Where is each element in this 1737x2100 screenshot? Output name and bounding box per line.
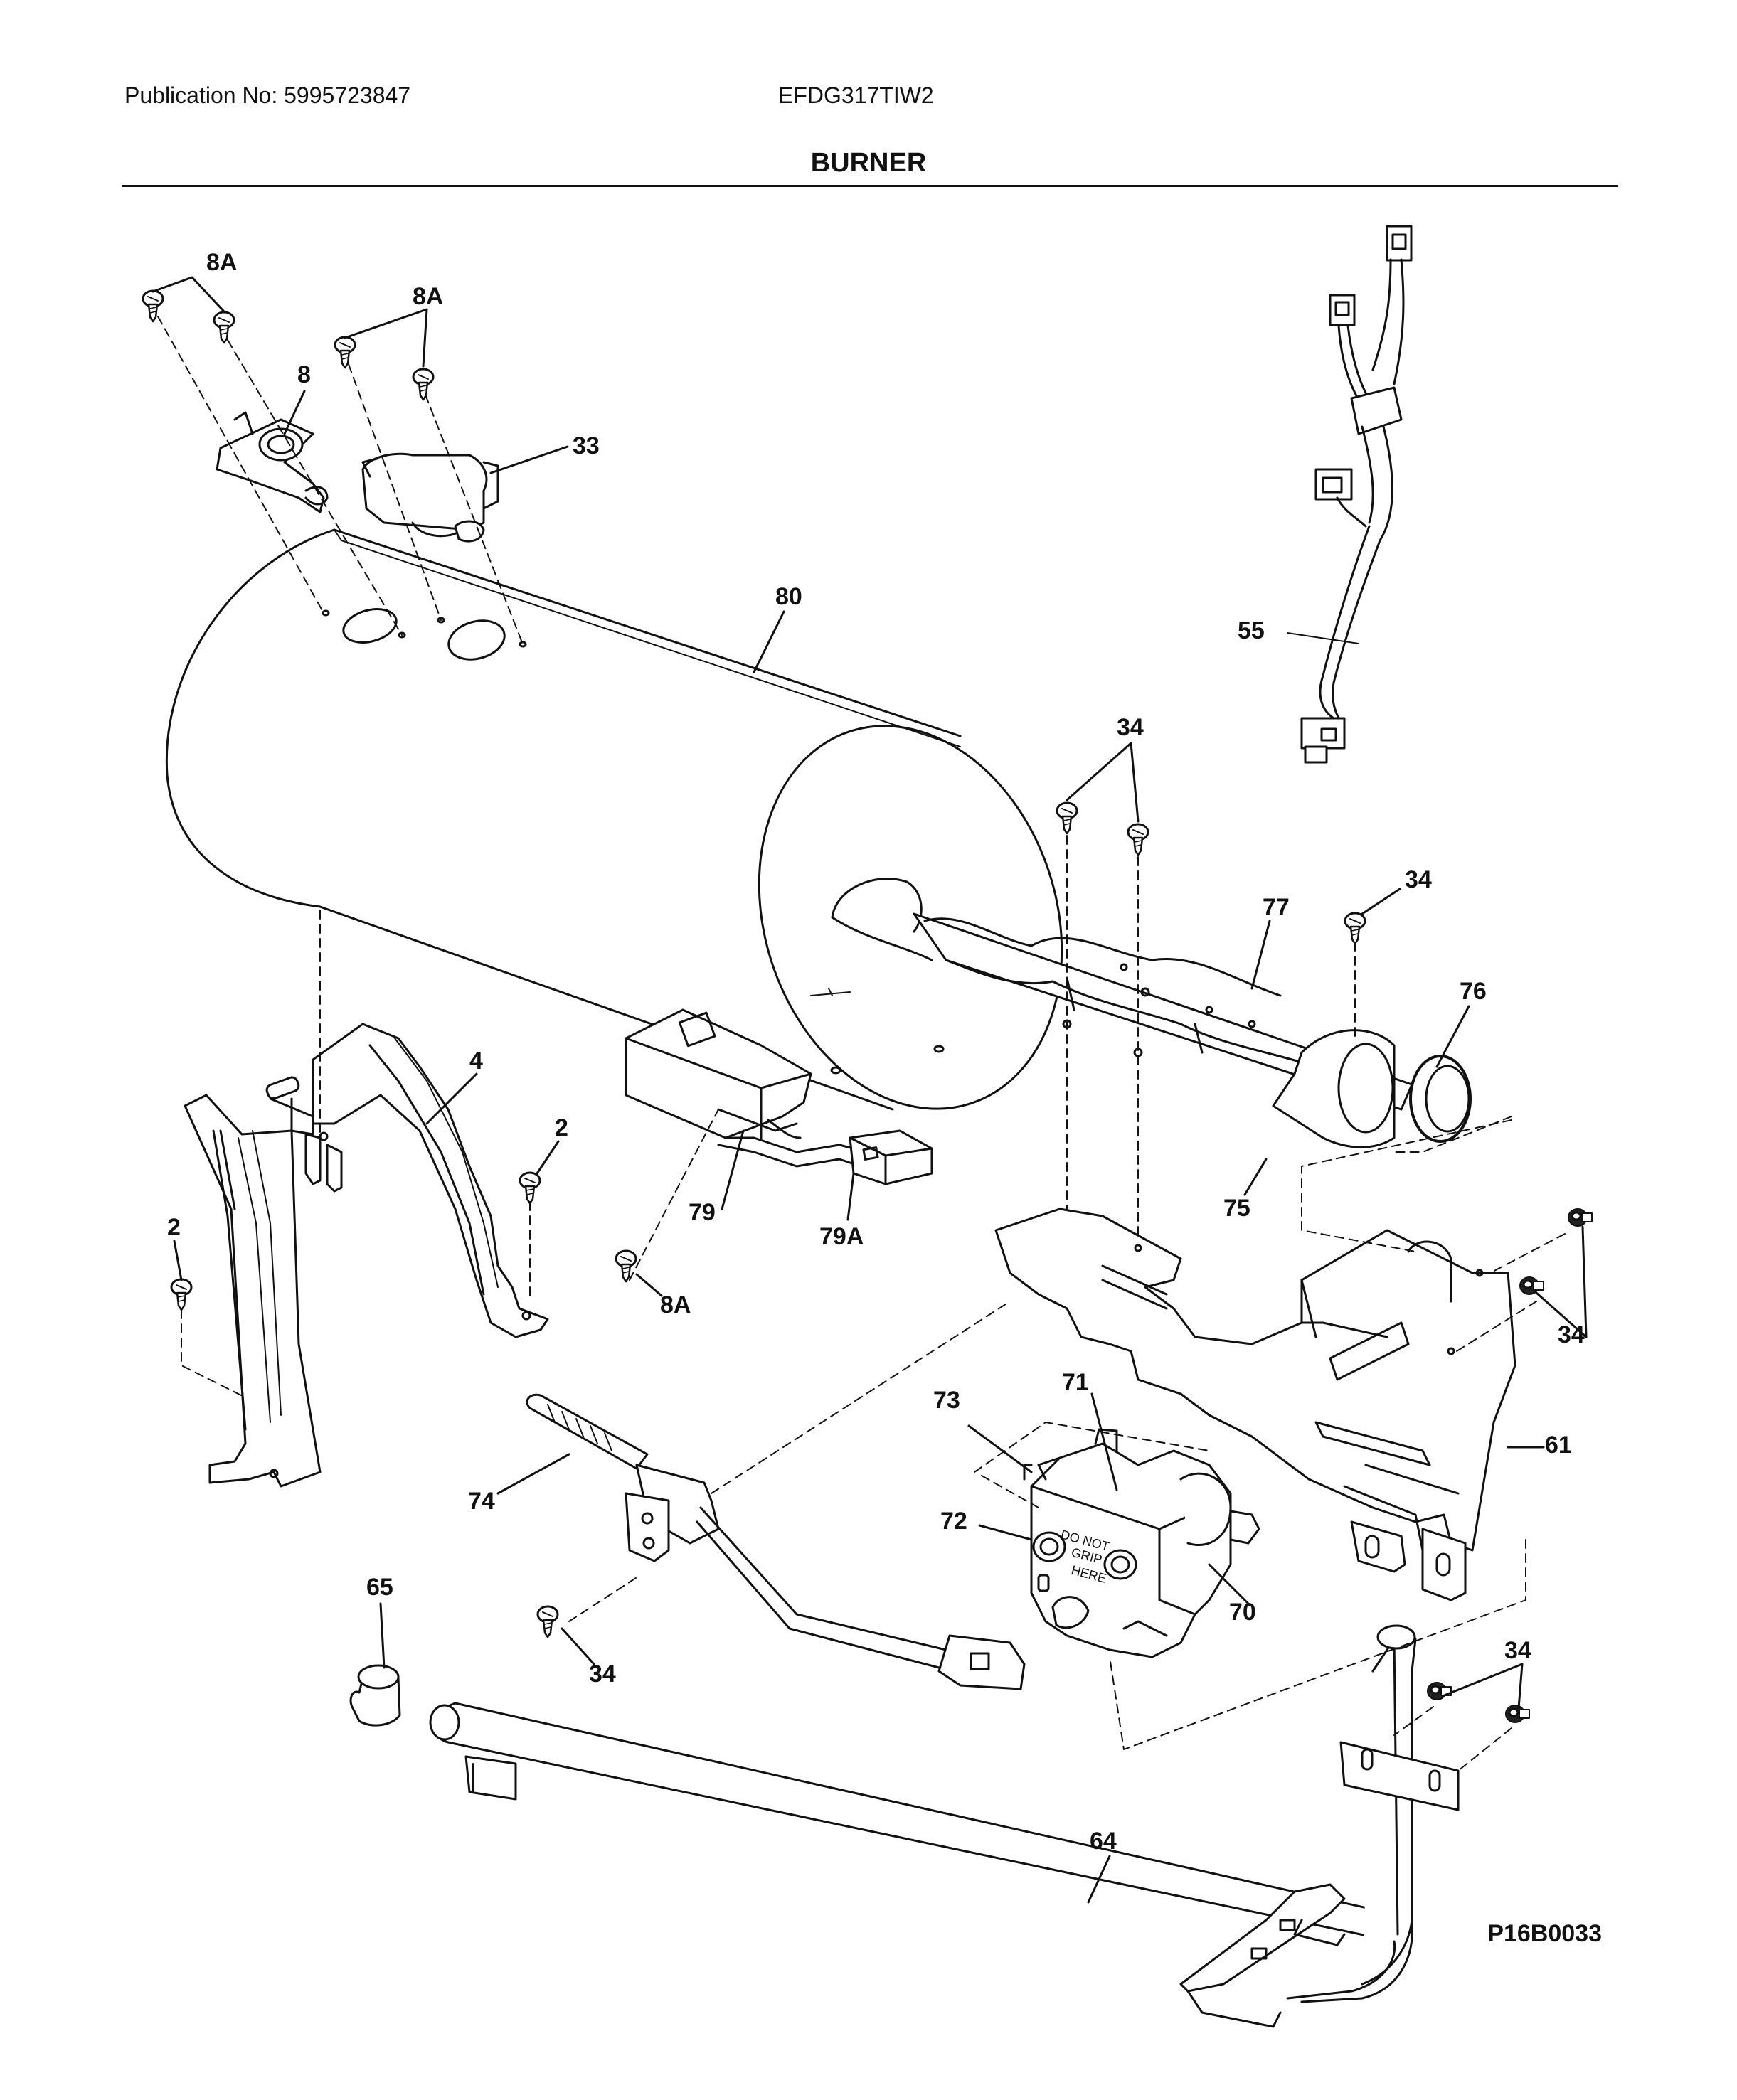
- callout-80: 80: [775, 583, 802, 610]
- figure-code: P16B0033: [1487, 1920, 1602, 1947]
- thermal-fuse: [216, 411, 329, 513]
- callout-34: 34: [1558, 1321, 1585, 1348]
- callout-34: 34: [1117, 714, 1144, 741]
- callout-34: 34: [589, 1661, 616, 1688]
- callout-8a: 8A: [660, 1291, 691, 1318]
- page-title: BURNER: [810, 148, 927, 178]
- callout-2: 2: [555, 1114, 568, 1141]
- callout-74: 74: [468, 1488, 495, 1515]
- publication-number: Publication No: 5995723847: [124, 82, 411, 108]
- screw-34: [536, 1605, 559, 1638]
- valve-bracket: [994, 1208, 1516, 1601]
- callout-73: 73: [933, 1387, 960, 1414]
- burner-bracket: [1272, 1029, 1396, 1148]
- callout-64: 64: [1090, 1828, 1117, 1855]
- alignment-lines: [157, 316, 1566, 1771]
- callout-33: 33: [573, 432, 600, 459]
- callout-4: 4: [469, 1048, 483, 1075]
- callout-labels: 8A 8A 8 33 80 55 34 34 77 76 75 4 2 2 79…: [167, 249, 1585, 1855]
- gas-valve: [1023, 1428, 1260, 1658]
- callout-55: 55: [1238, 617, 1265, 644]
- screw-34: [1127, 823, 1149, 856]
- burner-tube: [913, 912, 1413, 1111]
- manifold-cap: [349, 1664, 401, 1727]
- screw-34: [1344, 912, 1366, 945]
- screw-8a: [213, 311, 235, 344]
- callout-76: 76: [1460, 978, 1487, 1005]
- bolt-34: [1504, 1704, 1531, 1724]
- callout-65: 65: [366, 1574, 393, 1601]
- callout-72: 72: [940, 1508, 967, 1535]
- burner-port: [831, 878, 933, 961]
- screw-8a: [142, 289, 164, 323]
- model-number: EFDG317TIW2: [778, 82, 934, 108]
- ignitor: [526, 1393, 1026, 1690]
- screw-2: [519, 1171, 541, 1205]
- ignitor-connector: [849, 1129, 933, 1185]
- screw-8a: [334, 336, 356, 369]
- screw-8a: [615, 1249, 637, 1283]
- callout-2: 2: [167, 1214, 181, 1241]
- callout-75: 75: [1223, 1195, 1250, 1222]
- callout-8: 8: [297, 361, 311, 388]
- burner-support-bracket: [184, 1023, 549, 1488]
- callout-79a: 79A: [819, 1223, 864, 1250]
- callout-77: 77: [1263, 894, 1290, 921]
- screw-34: [1056, 801, 1078, 835]
- callout-79: 79: [689, 1199, 716, 1226]
- callout-8a: 8A: [413, 283, 443, 310]
- header-rule: [122, 185, 1618, 187]
- bolt-34: [1519, 1276, 1545, 1296]
- wire-harness: [1300, 225, 1413, 764]
- callout-61: 61: [1545, 1432, 1572, 1459]
- callout-70: 70: [1229, 1599, 1256, 1626]
- callout-8a: 8A: [206, 249, 237, 276]
- bolt-34: [1567, 1208, 1593, 1227]
- callout-34: 34: [1504, 1637, 1531, 1664]
- gas-manifold-pipe: [429, 1624, 1460, 2028]
- flame-sensor: [361, 452, 499, 543]
- screw-2: [170, 1278, 193, 1311]
- orifice-ring: [1409, 1055, 1472, 1143]
- callout-71: 71: [1062, 1369, 1089, 1396]
- bolt-34: [1426, 1681, 1452, 1701]
- leader-lines: [152, 276, 1588, 1904]
- ignitor-bracket: [625, 1008, 869, 1168]
- screw-8a: [412, 368, 435, 401]
- callout-34: 34: [1405, 866, 1432, 893]
